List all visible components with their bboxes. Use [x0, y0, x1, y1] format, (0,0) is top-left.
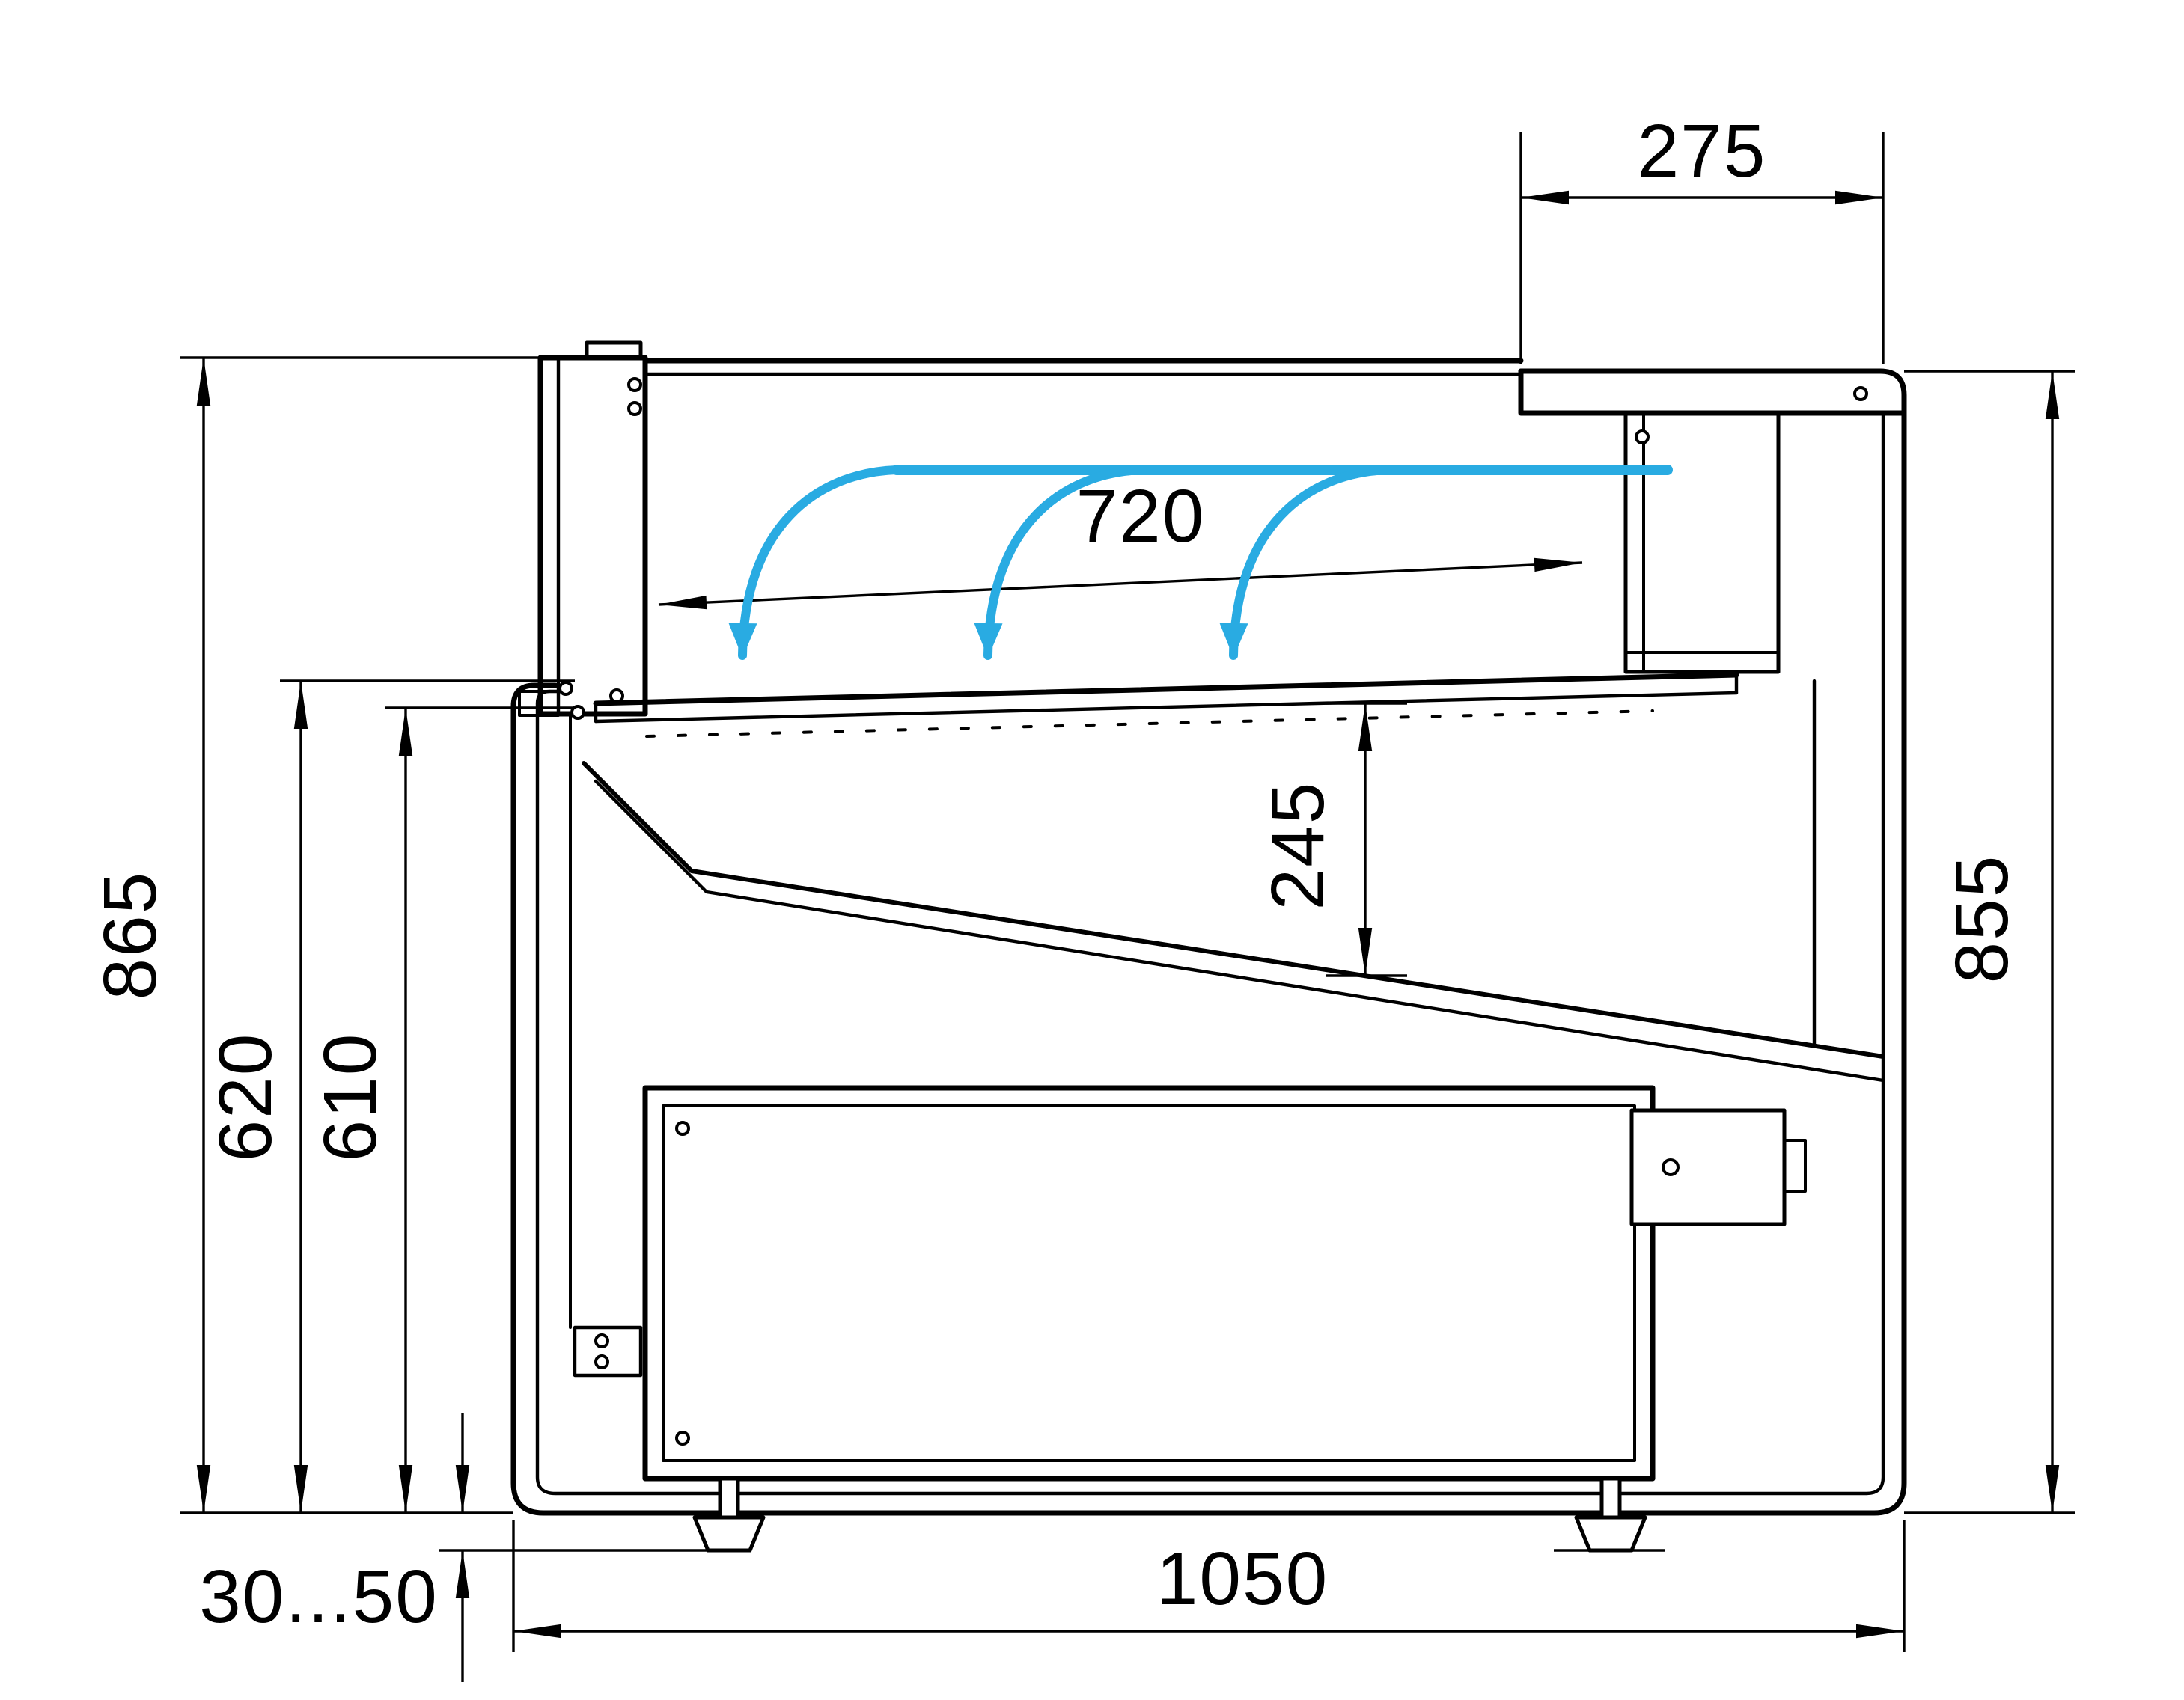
screw-head-icon — [609, 688, 624, 703]
airflow-diagram — [728, 465, 1673, 660]
dimension-front-height: 620 — [204, 679, 575, 1513]
rear-bracket — [573, 1325, 643, 1378]
rear-panel-cap — [585, 340, 643, 360]
machine-compartment-inner — [662, 1104, 1636, 1462]
display-deck-bottom — [594, 691, 1739, 724]
machine-compartment-outer — [642, 1085, 1656, 1482]
dimension-label-well-depth: 245 — [1256, 781, 1340, 911]
dimension-label-overall-height: 865 — [88, 871, 172, 1000]
body-outer-outline — [510, 368, 1907, 1516]
deck-perforation-line — [645, 709, 1654, 738]
screws — [609, 377, 1868, 1446]
dimension-label-right-height: 855 — [1940, 854, 2024, 984]
dimension-deck-depth: 720 — [658, 474, 1583, 610]
left-foot-bolt — [718, 1476, 740, 1520]
right-foot-bolt — [1599, 1476, 1622, 1520]
well-bottom-inner — [594, 779, 1885, 1083]
air-duct-housing — [1623, 411, 1781, 674]
electrical-box-connector — [1783, 1139, 1807, 1193]
screw-head-icon — [627, 401, 642, 416]
air-duct-detail-lines — [1624, 412, 1780, 673]
screw-head-icon — [1853, 386, 1868, 401]
dimension-label-front-height: 620 — [204, 1033, 287, 1162]
extension-lines — [180, 356, 540, 1514]
electrical-box-knob-icon — [1662, 1158, 1680, 1176]
screw-head-icon — [594, 1333, 609, 1348]
hinge-bracket — [518, 690, 560, 717]
right-foot-pad — [1574, 1515, 1647, 1553]
screw-head-icon — [675, 1121, 690, 1136]
screw-head-icon — [594, 1354, 609, 1369]
dimension-overall-height: 865 — [88, 356, 540, 1514]
screw-head-icon — [1635, 429, 1650, 444]
dimension-top-width: 275 — [1519, 109, 1885, 364]
hinge-pin-icon — [570, 705, 585, 720]
dimensions: 275 865 620 610 855 720 — [88, 109, 2075, 1682]
display-deck-edges — [594, 673, 1739, 724]
dimension-line — [658, 557, 1583, 610]
screw-head-icon — [627, 377, 642, 392]
well-bottom-outer — [582, 761, 1885, 1059]
dimension-label-deck-height: 610 — [308, 1033, 392, 1162]
adjustable-feet — [692, 1476, 1665, 1553]
top-ledge — [1518, 368, 1907, 416]
airflow-arrow-icon — [1219, 465, 1392, 660]
dimension-overall-width: 1050 — [512, 1520, 1906, 1652]
hinge-pin-icon — [558, 681, 573, 696]
dimension-label-deck-depth: 720 — [1076, 474, 1206, 558]
electrical-box — [1629, 1108, 1787, 1226]
dimension-right-height: 855 — [1904, 370, 2075, 1514]
dimension-label-feet-adjust: 30...50 — [199, 1555, 439, 1639]
dimension-label-top-width: 275 — [1638, 109, 1767, 193]
dimension-feet-adjust: 30...50 — [199, 1413, 708, 1682]
extension-lines — [1519, 132, 1885, 364]
counter-body — [510, 340, 1907, 1553]
dimension-label-overall-width: 1050 — [1156, 1537, 1329, 1621]
airflow-arrow-icon — [974, 465, 1147, 660]
screw-head-icon — [675, 1431, 690, 1446]
left-foot-pad — [692, 1515, 766, 1553]
airflow-arrow-icon — [728, 465, 901, 660]
dimension-deck-height: 610 — [308, 706, 575, 1513]
dimension-well-depth: 245 — [1256, 702, 1407, 977]
display-deck-top — [593, 672, 1739, 706]
